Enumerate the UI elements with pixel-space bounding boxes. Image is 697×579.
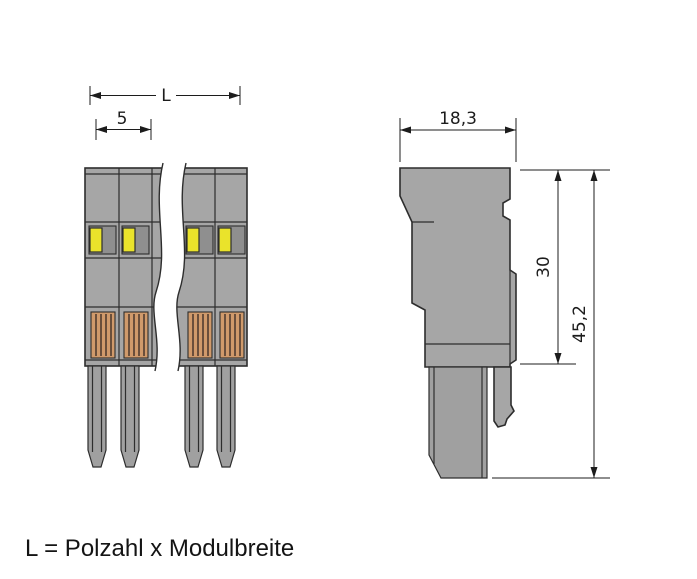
arrow-right-icon <box>229 92 240 99</box>
arrow-down-icon <box>590 467 598 478</box>
yellow-lever <box>186 227 200 253</box>
arrow-up-icon <box>554 170 562 181</box>
connector-housing-side <box>399 167 517 368</box>
contact-pin <box>184 365 204 468</box>
contact-pins-front <box>87 365 236 468</box>
dimension-width: 18,3 <box>399 109 517 162</box>
arrow-down-icon <box>554 353 562 364</box>
dim-label-L: L <box>161 86 171 106</box>
arrow-left-icon <box>400 126 411 134</box>
contact-pin <box>216 365 236 468</box>
dim-label-30: 30 <box>534 256 554 278</box>
yellow-lever <box>89 227 103 253</box>
dimension-total-length: L <box>89 86 241 106</box>
dimension-module-pitch: 5 <box>95 109 152 140</box>
yellow-lever <box>122 227 136 253</box>
arrow-right-icon <box>505 126 516 134</box>
drawing-caption: L = Polzahl x Modulbreite <box>25 535 294 562</box>
lever-openings <box>88 225 246 255</box>
dim-label-5: 5 <box>117 109 128 129</box>
locking-latch <box>493 366 515 428</box>
contact-pin <box>87 365 107 468</box>
contact-pin <box>120 365 140 468</box>
break-line-left <box>153 162 164 372</box>
arrow-left-icon <box>90 92 101 99</box>
arrow-up-icon <box>590 170 598 181</box>
break-gap <box>153 163 186 371</box>
front-view: L 5 <box>84 86 248 468</box>
dimension-total-height: 45,2 <box>492 170 610 479</box>
dim-label-45-2: 45,2 <box>570 305 590 343</box>
arrow-left-icon <box>96 126 107 133</box>
side-view: 18,3 30 45,2 <box>399 109 610 479</box>
break-line-right <box>176 162 187 372</box>
contact-pin-side <box>428 366 488 479</box>
arrow-right-icon <box>140 126 151 133</box>
dim-label-18-3: 18,3 <box>439 109 477 129</box>
conductor-terminals <box>90 311 245 359</box>
dimension-upper-height: 30 <box>520 169 610 365</box>
yellow-lever <box>218 227 232 253</box>
